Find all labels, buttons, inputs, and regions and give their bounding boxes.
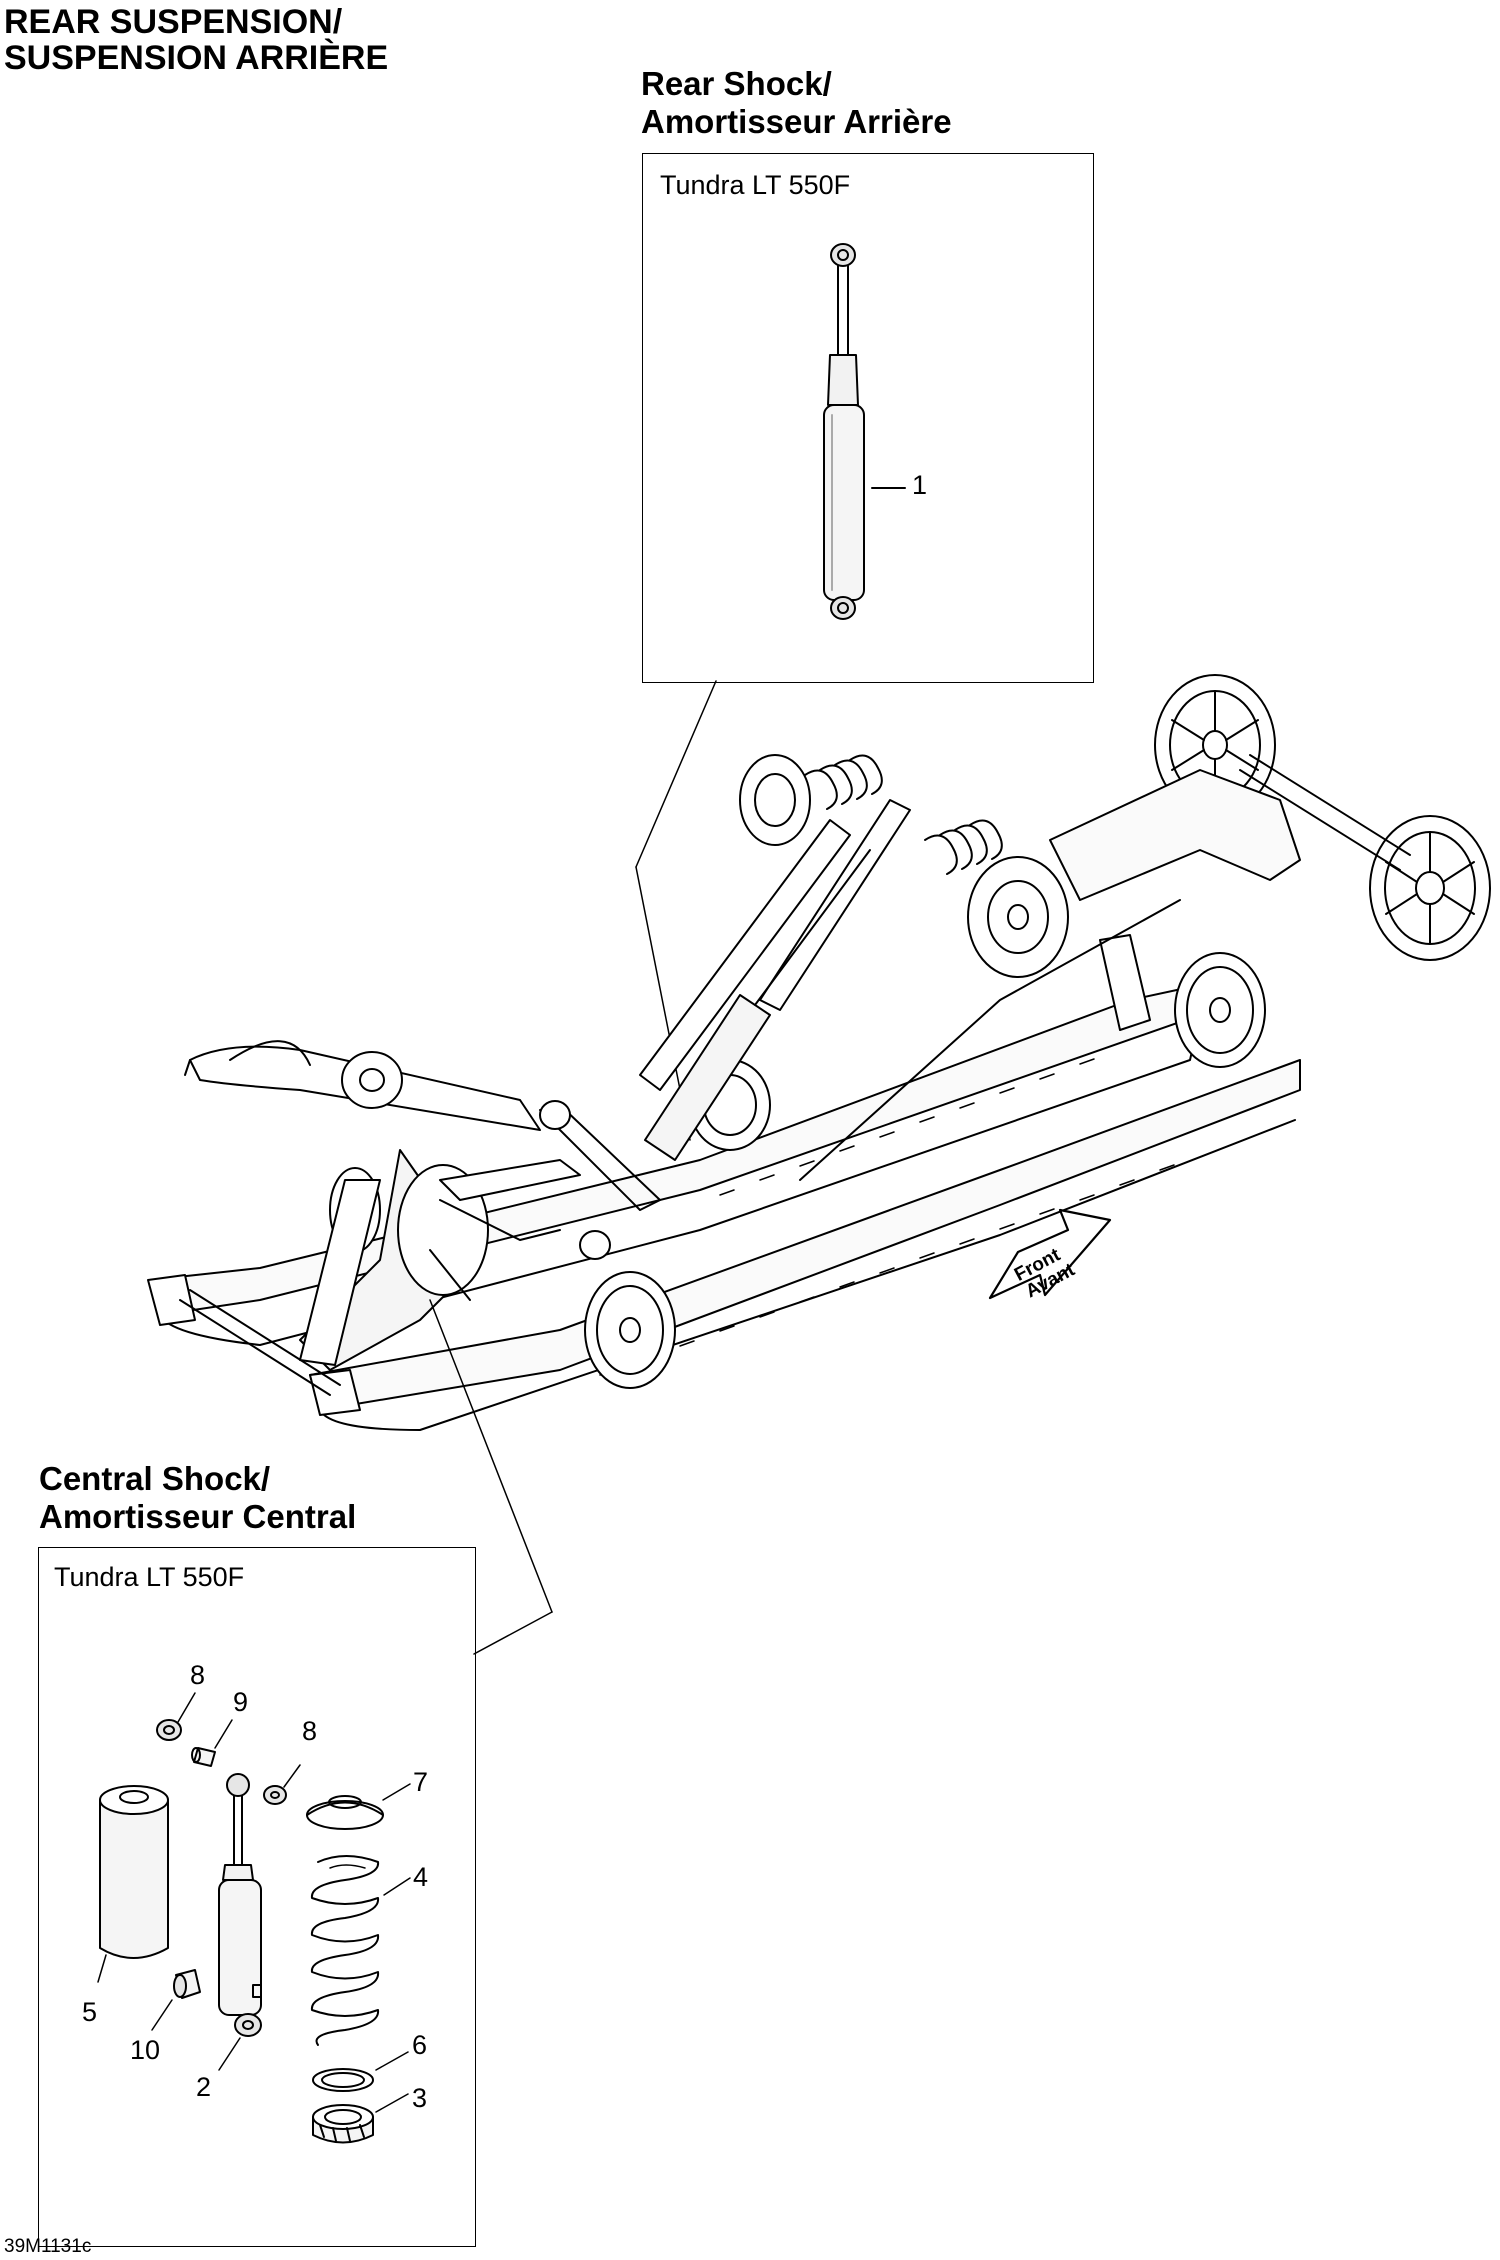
part-3-adjuster-collar (312, 2104, 374, 2144)
callout-2: 2 (196, 2072, 212, 2102)
callout-10: 10 (130, 2035, 161, 2065)
part-7-spring-retainer (306, 1795, 384, 1830)
rear-shock-part (823, 243, 865, 620)
middle-wheel (1174, 952, 1266, 1068)
central-shock-model-label: Tundra LT 550F (54, 1562, 245, 1592)
rear-shock-title-line2: Amortisseur Arrière (641, 103, 952, 140)
drawing-code: 39M1131c (4, 2236, 92, 2257)
callout-8-top: 8 (190, 1660, 206, 1690)
front-idler-wheel-right (1369, 815, 1491, 961)
part-4-coil-spring (310, 1855, 380, 2046)
front-direction-arrow (988, 1208, 1112, 1300)
part-8-bushing-left (156, 1719, 182, 1741)
central-shock-title-line1: Central Shock/ (39, 1460, 271, 1497)
callout-7: 7 (413, 1767, 429, 1797)
part-6-washer (312, 2068, 374, 2092)
part-10-bushing (173, 1969, 201, 1999)
rear-shock-title-line1: Rear Shock/ (641, 65, 832, 102)
page-title-line1: REAR SUSPENSION/ (4, 3, 343, 41)
central-shock-title-line2: Amortisseur Central (39, 1498, 357, 1535)
callout-5: 5 (82, 1997, 98, 2027)
torsion-spring-left (739, 754, 883, 846)
callout-4: 4 (413, 1862, 429, 1892)
callout-1: 1 (912, 470, 928, 500)
callout-3: 3 (412, 2083, 428, 2113)
torsion-spring-right (924, 819, 1069, 978)
page-title-line2: SUSPENSION ARRIÈRE (4, 39, 389, 77)
suspension-assembly (147, 674, 1491, 1431)
callout-8-right: 8 (302, 1716, 318, 1746)
part-8-bushing-right (263, 1785, 287, 1805)
rear-shock-box (642, 153, 1094, 683)
callout-9: 9 (233, 1687, 249, 1717)
part-2-shock-body (218, 1773, 262, 2037)
rear-shock-model-label: Tundra LT 550F (660, 170, 851, 200)
rear-wheel-right (584, 1271, 676, 1389)
part-5-boot (99, 1785, 169, 1959)
part-9-sleeve (191, 1747, 216, 1767)
callout-6: 6 (412, 2030, 428, 2060)
